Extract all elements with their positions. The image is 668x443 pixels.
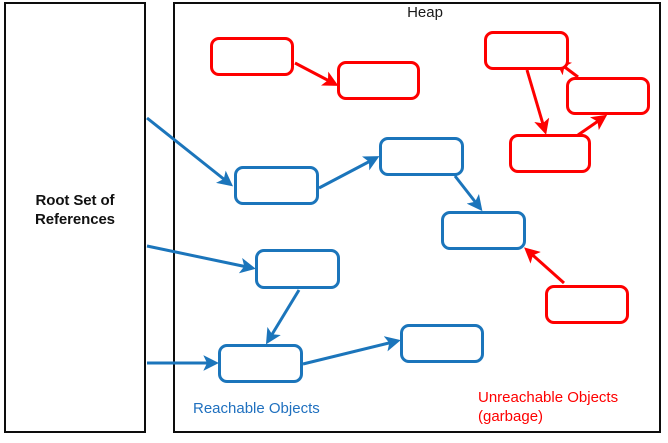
root-set-label-line1: Root Set of [35,192,115,209]
heap-title: Heap [407,4,443,21]
unreachable-object-node [337,61,420,100]
unreachable-object-node [484,31,569,70]
legend-unreachable-line2: (garbage) [478,407,544,425]
root-set-label: Root Set of References [4,192,146,230]
legend-unreachable-objects: Unreachable Objects (garbage) [478,389,618,427]
unreachable-object-node [210,37,294,76]
reachable-object-node [400,324,484,363]
reachable-object-node [234,166,319,205]
reachable-object-node [441,211,526,250]
root-set-label-line2: References [35,210,115,228]
reachable-object-node [379,137,464,176]
unreachable-object-node [509,134,591,173]
reachable-object-node [218,344,303,383]
legend-unreachable-line1: Unreachable Objects [478,389,619,406]
unreachable-object-node [545,285,629,324]
unreachable-object-node [566,77,650,115]
reachable-object-node [255,249,340,289]
root-set-panel [4,2,146,433]
legend-reachable-objects: Reachable Objects [193,400,320,417]
